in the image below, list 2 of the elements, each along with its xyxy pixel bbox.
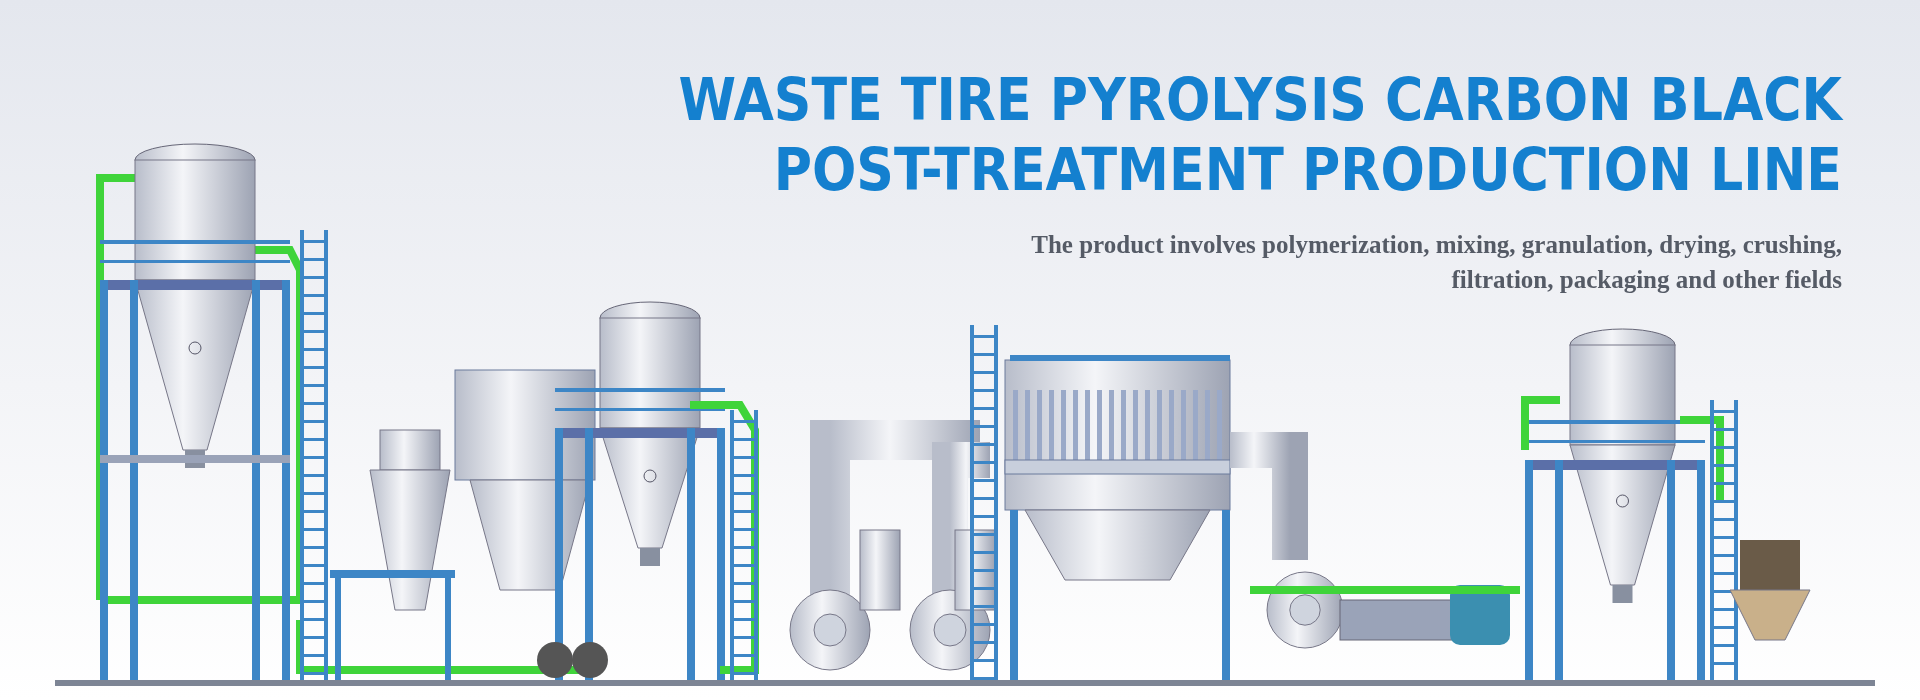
subtitle: The product involves polymerization, mixing, granulation, drying, crushing, filtration, packaging and other fields xyxy=(1030,230,1842,296)
title: WASTE TIRE PYROLYSIS CARBON BLACK POST-TREATMENT PRODUCTION LINE xyxy=(677,66,1842,206)
